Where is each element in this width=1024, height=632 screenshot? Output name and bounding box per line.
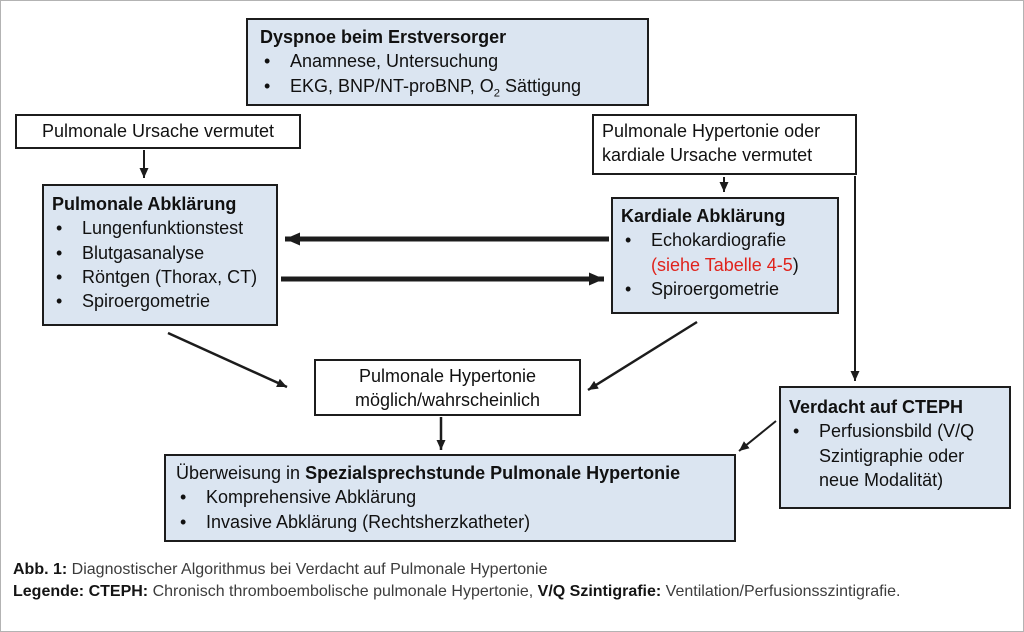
item-text: Sättigung <box>499 75 582 96</box>
bullet-icon: • <box>180 487 187 508</box>
bullet-icon: • <box>625 278 632 299</box>
caption-line1: Abb. 1: Diagnostischer Algorithmus bei V… <box>13 559 1013 581</box>
item-text: ) <box>792 254 799 275</box>
cteph-item: Perfusionsbild (V/Q Szintigraphie oder n… <box>819 421 975 490</box>
cardiac-cause-line2: kardiale Ursache vermutet <box>602 145 813 166</box>
referral-item: Invasive Abklärung (Rechtsherzkatheter) <box>206 511 531 532</box>
arrow-pulmonary-workup-to-ph-possible <box>167 331 288 389</box>
cteph-box: Verdacht auf CTEPH • Perfusionsbild (V/Q… <box>779 386 1011 509</box>
item-text: EKG, BNP/NT-proBNP, O <box>290 75 494 96</box>
bullet-icon: • <box>56 291 63 312</box>
caption-text: Chronisch thromboembolische pulmonale Hy… <box>148 583 538 600</box>
arrow-cardiac-workup-to-ph-possible <box>587 320 698 392</box>
pulmonary-cause-label: Pulmonale Ursache vermutet <box>41 121 275 141</box>
legend-label: Legende: CTEPH: <box>13 583 149 600</box>
referral-title-bold: Spezialsprechstunde Pulmonale Hypertonie <box>305 463 681 483</box>
ph-possible-line1: Pulmonale Hypertonie <box>358 366 537 386</box>
bullet-icon: • <box>180 511 187 532</box>
table-reference-text: (siehe Tabelle 4-5 <box>651 254 793 275</box>
legend-label: V/Q Szintigrafie: <box>537 583 662 600</box>
bullet-icon: • <box>56 266 63 287</box>
workup-item: Echokardiografie (siehe Tabelle 4-5) <box>651 228 829 277</box>
referral-item: Komprehensive Abklärung <box>206 487 417 508</box>
cardiac-cause-line1: Pulmonale Hypertonie oder <box>602 121 821 141</box>
cteph-title: Verdacht auf CTEPH <box>789 397 964 417</box>
workup-item: Röntgen (Thorax, CT) <box>82 266 258 287</box>
start-box-item: Anamnese, Untersuchung <box>290 51 499 72</box>
caption-line2: Legende: CTEPH: Chronisch thromboembolis… <box>13 581 1013 603</box>
bullet-icon: • <box>793 421 800 442</box>
cardiac-workup-box: Kardiale Abklärung • Echokardiografie (si… <box>611 197 839 314</box>
start-box-title: Dyspnoe beim Erstversorger <box>260 27 507 47</box>
figure-number: Abb. 1: <box>13 561 68 578</box>
caption-text: Diagnostischer Algorithmus bei Verdacht … <box>67 561 548 578</box>
start-box-item: EKG, BNP/NT-proBNP, O2 Sättigung <box>290 74 635 102</box>
cardiac-cause-box: Pulmonale Hypertonie oder kardiale Ursac… <box>592 114 857 175</box>
bullet-icon: • <box>56 218 63 239</box>
pulmonary-workup-title: Pulmonale Abklärung <box>52 194 237 214</box>
list-item: • Perfusionsbild (V/Q Szintigraphie oder… <box>789 419 1001 492</box>
list-item: • EKG, BNP/NT-proBNP, O2 Sättigung <box>260 74 635 102</box>
ph-possible-line2: möglich/wahrscheinlich <box>354 390 541 411</box>
list-item: • Spiroergometrie <box>621 277 829 301</box>
figure-caption: Abb. 1: Diagnostischer Algorithmus bei V… <box>13 559 1013 603</box>
list-item: • Invasive Abklärung (Rechtsherzkatheter… <box>176 510 724 534</box>
referral-box: Überweisung in Spezialsprechstunde Pulmo… <box>164 454 736 542</box>
list-item: • Spiroergometrie <box>52 289 268 313</box>
start-box: Dyspnoe beim Erstversorger • Anamnese, U… <box>246 18 649 106</box>
workup-item: Lungenfunktionstest <box>82 218 244 239</box>
bullet-icon: • <box>264 51 271 72</box>
list-item: • Lungenfunktionstest <box>52 216 268 240</box>
bullet-icon: • <box>56 242 63 263</box>
list-item: • Anamnese, Untersuchung <box>260 49 635 73</box>
list-item: • Echokardiografie (siehe Tabelle 4-5) <box>621 228 829 277</box>
workup-item: Blutgasanalyse <box>82 242 205 263</box>
arrow-cteph-to-referral <box>738 420 777 452</box>
bullet-icon: • <box>264 75 271 96</box>
referral-title: Überweisung in Spezialsprechstunde Pulmo… <box>176 461 724 485</box>
pulmonary-workup-box: Pulmonale Abklärung • Lungenfunktionstes… <box>42 184 278 326</box>
cardiac-workup-title: Kardiale Abklärung <box>621 206 786 226</box>
ph-possible-box: Pulmonale Hypertonie möglich/wahrscheinl… <box>314 359 581 416</box>
workup-item: Spiroergometrie <box>82 291 211 312</box>
caption-text: Ventilation/Perfusionsszintigrafie. <box>661 583 901 600</box>
referral-title-pre: Überweisung in <box>176 463 306 483</box>
pulmonary-cause-box: Pulmonale Ursache vermutet <box>15 114 301 149</box>
item-text: Echokardiografie <box>651 230 787 251</box>
workup-item: Spiroergometrie <box>651 278 780 299</box>
bullet-icon: • <box>625 230 632 251</box>
subscript-2: 2 <box>493 87 500 100</box>
list-item: • Röntgen (Thorax, CT) <box>52 265 268 289</box>
list-item: • Komprehensive Abklärung <box>176 485 724 509</box>
list-item: • Blutgasanalyse <box>52 241 268 265</box>
